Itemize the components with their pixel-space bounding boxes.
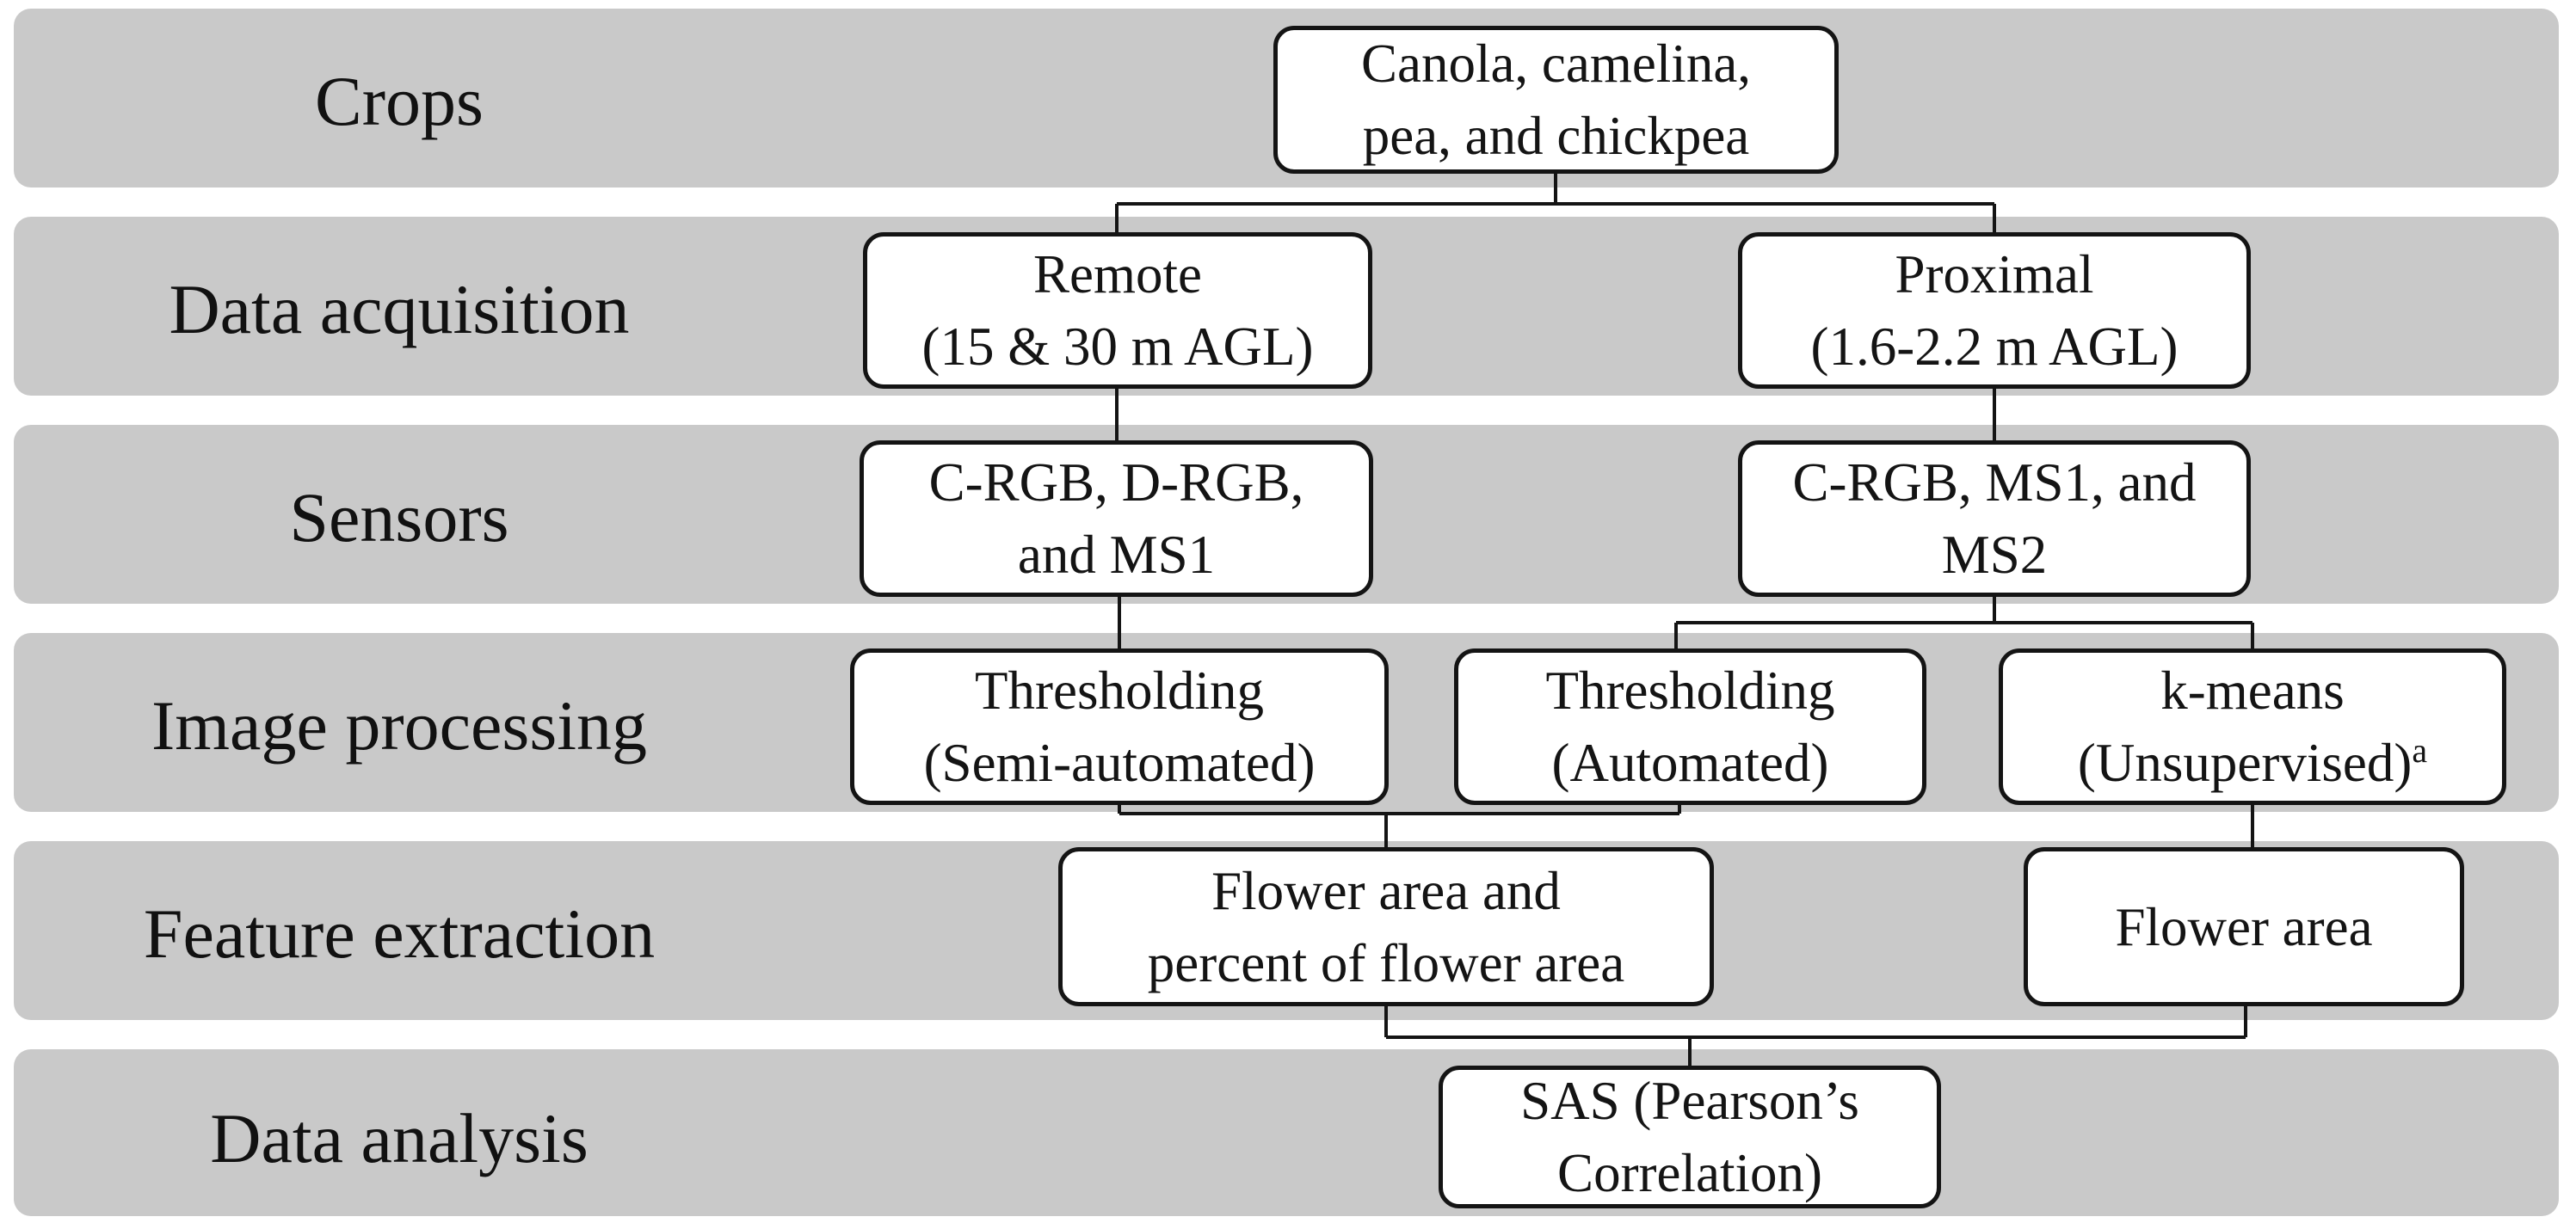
node-thresholding-auto-line1: Thresholding bbox=[1545, 661, 1835, 721]
stage-label-feature-extraction: Feature extraction bbox=[143, 894, 656, 973]
node-remote: Remote (15 & 30 m AGL) bbox=[863, 232, 1372, 389]
node-crops: Canola, camelina, pea, and chickpea bbox=[1273, 26, 1839, 174]
stage-label-sensors: Sensors bbox=[289, 478, 509, 556]
node-thresholding-auto-line2: (Automated) bbox=[1551, 733, 1829, 793]
node-sensors-proximal-line1: C-RGB, MS1, and bbox=[1792, 452, 2197, 513]
stage-label-crops: Crops bbox=[315, 62, 484, 140]
node-flower-area-percent-line2: percent of flower area bbox=[1147, 932, 1625, 993]
node-sas-line2: Correlation) bbox=[1557, 1143, 1822, 1203]
node-sensors-remote: C-RGB, D-RGB, and MS1 bbox=[860, 440, 1373, 597]
node-kmeans: k-means (Unsupervised)a bbox=[1999, 648, 2506, 805]
kmeans-footnote-marker: a bbox=[2412, 731, 2428, 770]
node-thresholding-auto: Thresholding (Automated) bbox=[1454, 648, 1926, 805]
node-crops-line2: pea, and chickpea bbox=[1362, 106, 1750, 166]
node-proximal: Proximal (1.6-2.2 m AGL) bbox=[1738, 232, 2251, 389]
node-sas: SAS (Pearson’s Correlation) bbox=[1439, 1066, 1941, 1208]
stage-label-data-analysis: Data analysis bbox=[210, 1099, 589, 1177]
node-thresholding-semi-line2: (Semi-automated) bbox=[923, 733, 1316, 793]
node-sas-line1: SAS (Pearson’s bbox=[1520, 1071, 1859, 1131]
node-remote-line1: Remote bbox=[1033, 244, 1202, 304]
stage-label-image-processing: Image processing bbox=[151, 686, 648, 765]
node-sensors-proximal: C-RGB, MS1, and MS2 bbox=[1738, 440, 2251, 597]
node-sensors-remote-line2: and MS1 bbox=[1017, 525, 1216, 585]
band-data-analysis bbox=[14, 1049, 2559, 1216]
node-thresholding-semi: Thresholding (Semi-automated) bbox=[850, 648, 1389, 805]
node-flower-area-line1: Flower area bbox=[2115, 896, 2373, 957]
node-crops-line1: Canola, camelina, bbox=[1360, 34, 1752, 94]
node-flower-area-percent-line1: Flower area and bbox=[1211, 860, 1561, 921]
node-kmeans-line1: k-means bbox=[2160, 661, 2345, 721]
node-remote-line2: (15 & 30 m AGL) bbox=[921, 317, 1314, 377]
stage-label-data-acquisition: Data acquisition bbox=[169, 270, 630, 348]
node-flower-area: Flower area bbox=[2024, 847, 2464, 1006]
node-kmeans-line2: (Unsupervised)a bbox=[2077, 731, 2428, 793]
node-proximal-line1: Proximal bbox=[1895, 244, 2094, 304]
node-sensors-remote-line1: C-RGB, D-RGB, bbox=[928, 452, 1304, 513]
node-flower-area-percent: Flower area and percent of flower area bbox=[1058, 847, 1714, 1006]
node-sensors-proximal-line2: MS2 bbox=[1941, 525, 2048, 585]
node-thresholding-semi-line1: Thresholding bbox=[975, 661, 1264, 721]
node-proximal-line2: (1.6-2.2 m AGL) bbox=[1810, 317, 2179, 377]
